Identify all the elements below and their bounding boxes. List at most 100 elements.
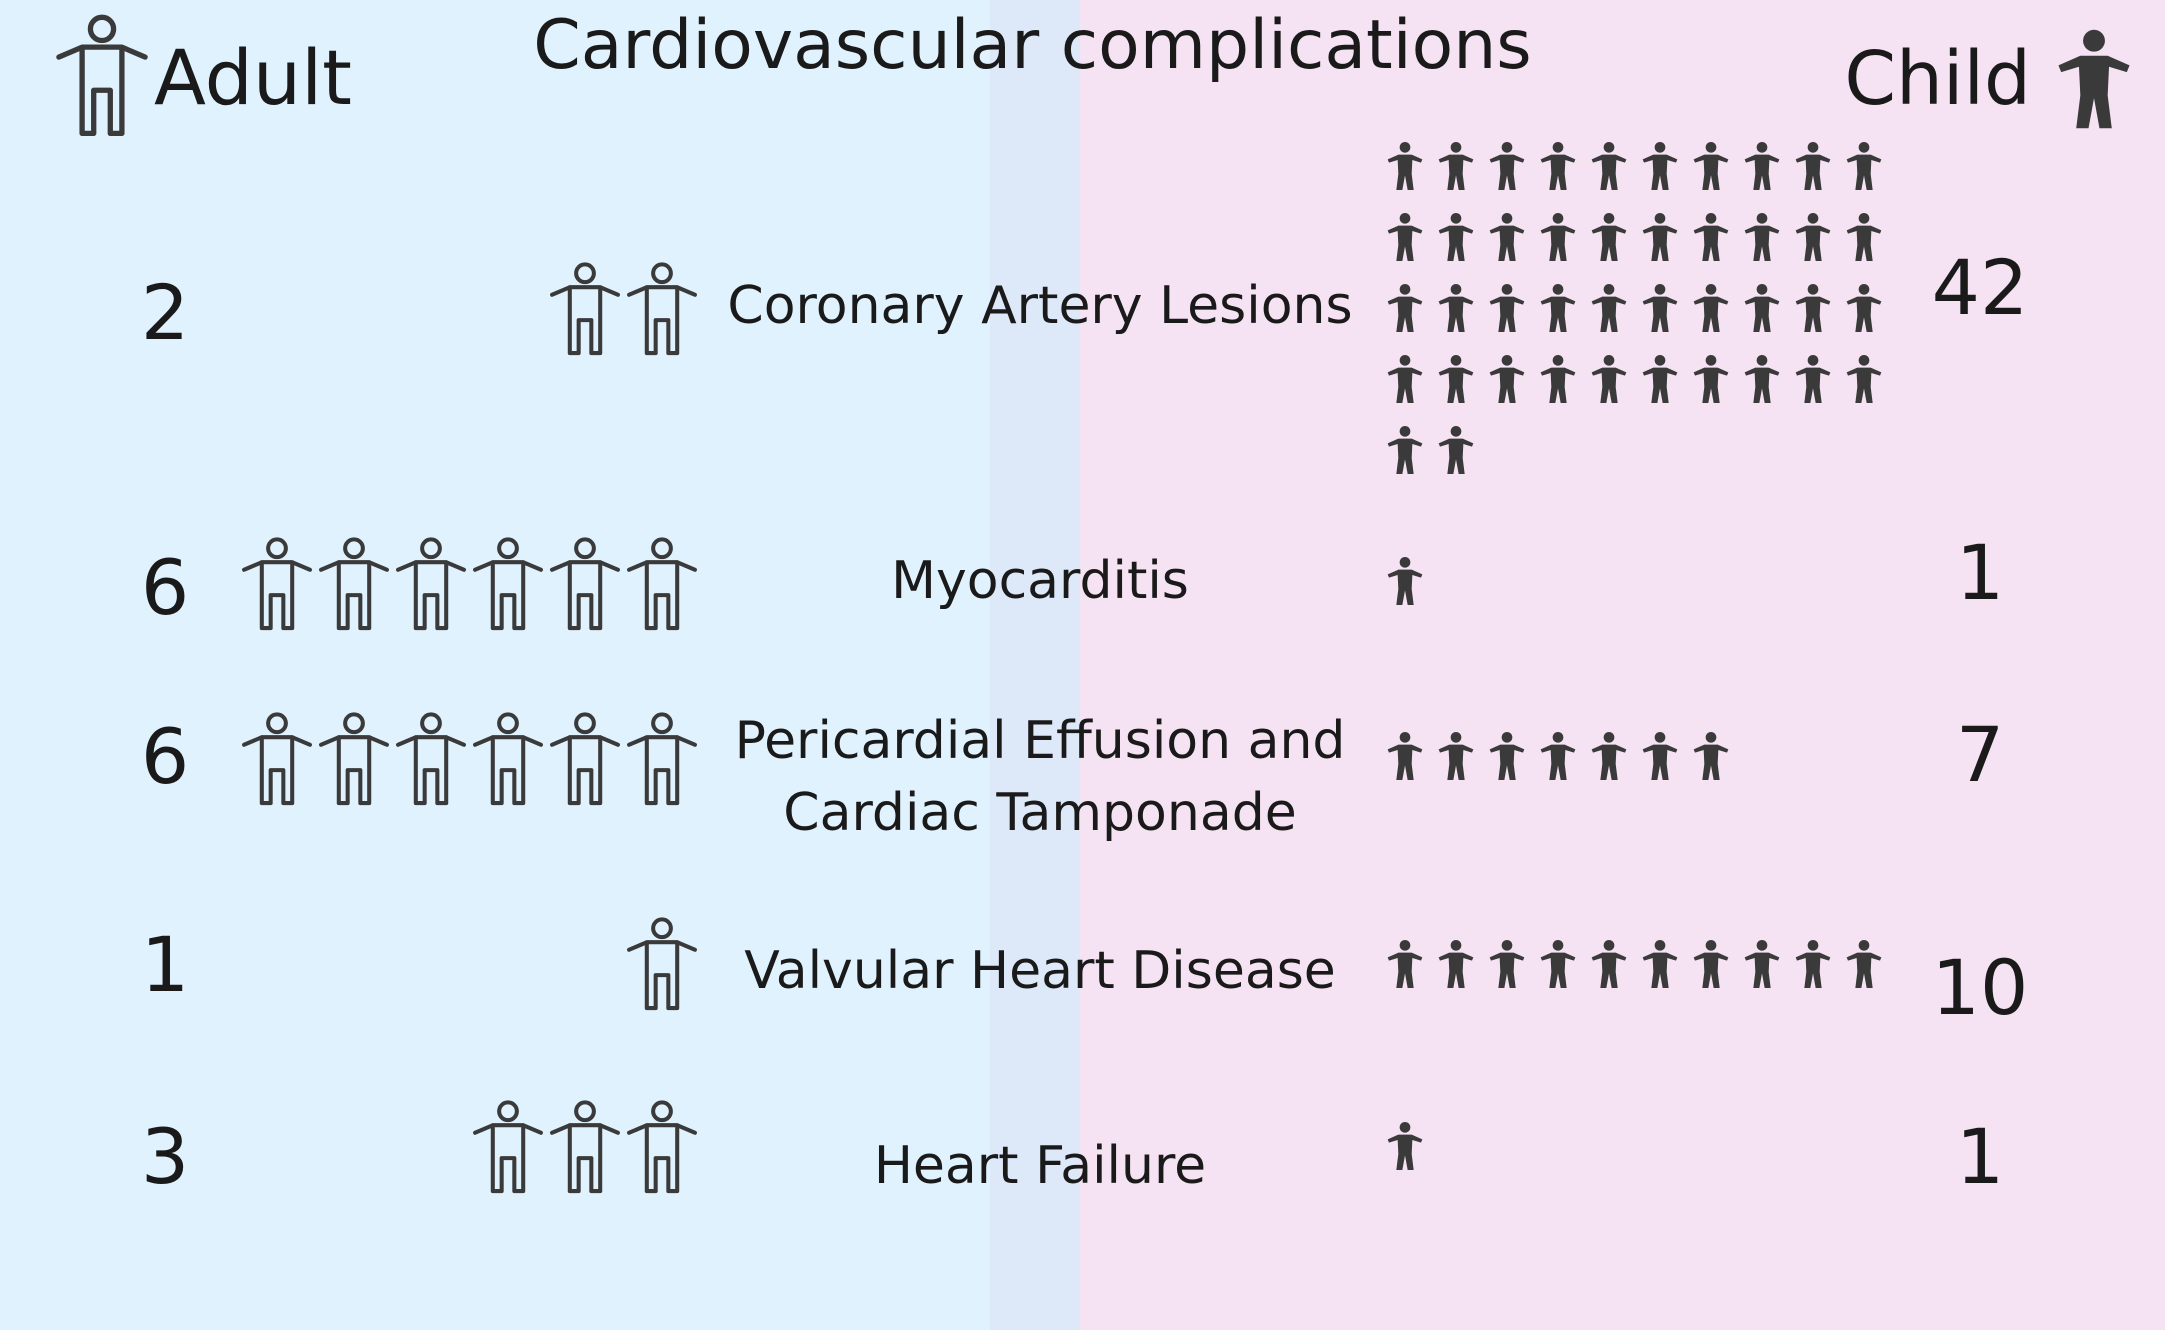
child-person-filled-icon [1540, 213, 1576, 261]
child-person-filled-icon [1693, 940, 1729, 988]
child-person-filled-icon [1591, 355, 1627, 403]
category-label-line: Cardiac Tamponade [783, 783, 1297, 843]
child-person-filled-icon [1387, 284, 1423, 332]
adult-person-outline-icon [396, 537, 466, 631]
child-person-filled-icon [1795, 284, 1831, 332]
child-panel-background [1080, 0, 2165, 1330]
child-person-filled-icon [1387, 557, 1423, 605]
child-person-filled-icon [1387, 355, 1423, 403]
panel-transition-band [990, 0, 1080, 1330]
adult-person-outline-icon [627, 917, 697, 1011]
adult-legend-label: Adult [154, 32, 352, 122]
child-person-filled-icon [1387, 213, 1423, 261]
child-person-filled-icon [1591, 142, 1627, 190]
child-person-filled-icon [1387, 732, 1423, 780]
child-person-filled-icon [1642, 732, 1678, 780]
child-person-filled-icon [1795, 940, 1831, 988]
adult-person-outline-icon [627, 537, 697, 631]
child-person-filled-icon [1489, 284, 1525, 332]
adult-count: 6 [140, 712, 190, 801]
child-person-filled-icon [1846, 284, 1882, 332]
child-legend-label: Child [1844, 36, 2031, 122]
child-person-filled-icon [1540, 355, 1576, 403]
chart-title: Cardiovascular complications [533, 6, 1532, 85]
child-count: 10 [1931, 943, 2029, 1032]
child-count: 42 [1931, 243, 2029, 332]
child-person-filled-icon [1642, 355, 1678, 403]
child-person-filled-icon [1387, 940, 1423, 988]
child-person-filled-icon [1387, 142, 1423, 190]
child-person-filled-icon [1438, 284, 1474, 332]
adult-person-outline-icon [319, 537, 389, 631]
category-label: Heart Failure [720, 1130, 1360, 1202]
adult-person-outline-icon [627, 712, 697, 806]
adult-person-outline-icon [56, 14, 148, 137]
child-person-filled-icon [1489, 213, 1525, 261]
adult-person-outline-icon [242, 712, 312, 806]
category-label: Coronary Artery Lesions [720, 270, 1360, 342]
category-label: Myocarditis [720, 545, 1360, 617]
child-person-filled-icon [1489, 355, 1525, 403]
child-person-filled-icon [1693, 732, 1729, 780]
child-person-filled-icon [1438, 732, 1474, 780]
adult-count: 1 [140, 920, 190, 1009]
adult-person-outline-icon [627, 1100, 697, 1194]
child-person-filled-icon [1744, 142, 1780, 190]
child-person-filled-icon [1540, 732, 1576, 780]
child-person-filled-icon [1438, 940, 1474, 988]
child-person-filled-icon [1846, 213, 1882, 261]
child-person-filled-icon [1795, 213, 1831, 261]
adult-count: 2 [140, 268, 190, 357]
child-count: 1 [1955, 1112, 2005, 1201]
adult-person-outline-icon [473, 712, 543, 806]
child-person-filled-icon [1387, 1122, 1423, 1170]
child-person-filled-icon [1795, 142, 1831, 190]
child-person-filled-icon [1642, 284, 1678, 332]
child-count: 7 [1955, 710, 2005, 799]
child-person-filled-icon [1846, 355, 1882, 403]
child-person-filled-icon [1489, 142, 1525, 190]
child-person-filled-icon [1438, 213, 1474, 261]
category-label: Valvular Heart Disease [720, 935, 1360, 1007]
child-person-filled-icon [1540, 142, 1576, 190]
adult-person-outline-icon [473, 1100, 543, 1194]
child-person-filled-icon [1693, 142, 1729, 190]
child-person-filled-icon [1489, 940, 1525, 988]
adult-person-outline-icon [550, 537, 620, 631]
category-label-line: Heart Failure [873, 1136, 1207, 1196]
adult-count: 3 [140, 1112, 190, 1201]
child-person-filled-icon [1591, 732, 1627, 780]
child-count: 1 [1955, 528, 2005, 617]
child-person-filled-icon [1744, 940, 1780, 988]
adult-count: 6 [140, 543, 190, 632]
child-person-filled-icon [1744, 284, 1780, 332]
category-label-line: Pericardial Effusion and [734, 711, 1346, 771]
child-person-filled-icon [1693, 284, 1729, 332]
child-person-filled-icon [1642, 142, 1678, 190]
child-person-filled-icon [1591, 940, 1627, 988]
child-person-filled-icon [1744, 213, 1780, 261]
child-person-filled-icon [1540, 940, 1576, 988]
category-label-line: Myocarditis [891, 551, 1189, 611]
child-person-filled-icon [1591, 284, 1627, 332]
adult-person-outline-icon [627, 262, 697, 356]
adult-person-outline-icon [319, 712, 389, 806]
adult-person-outline-icon [473, 537, 543, 631]
child-person-filled-icon [1489, 732, 1525, 780]
adult-person-outline-icon [242, 537, 312, 631]
child-person-filled-icon [2058, 29, 2130, 129]
adult-person-outline-icon [396, 712, 466, 806]
child-person-filled-icon [1846, 940, 1882, 988]
adult-person-outline-icon [550, 712, 620, 806]
category-label-line: Coronary Artery Lesions [727, 276, 1353, 336]
child-person-filled-icon [1846, 142, 1882, 190]
child-legend: Child [1844, 14, 2135, 144]
child-person-filled-icon [1642, 213, 1678, 261]
child-person-filled-icon [1438, 142, 1474, 190]
child-person-filled-icon [1744, 355, 1780, 403]
child-person-filled-icon [1540, 284, 1576, 332]
adult-panel-background [0, 0, 1080, 1330]
child-person-filled-icon [1693, 213, 1729, 261]
adult-person-outline-icon [550, 1100, 620, 1194]
category-label-line: Valvular Heart Disease [744, 941, 1336, 1001]
